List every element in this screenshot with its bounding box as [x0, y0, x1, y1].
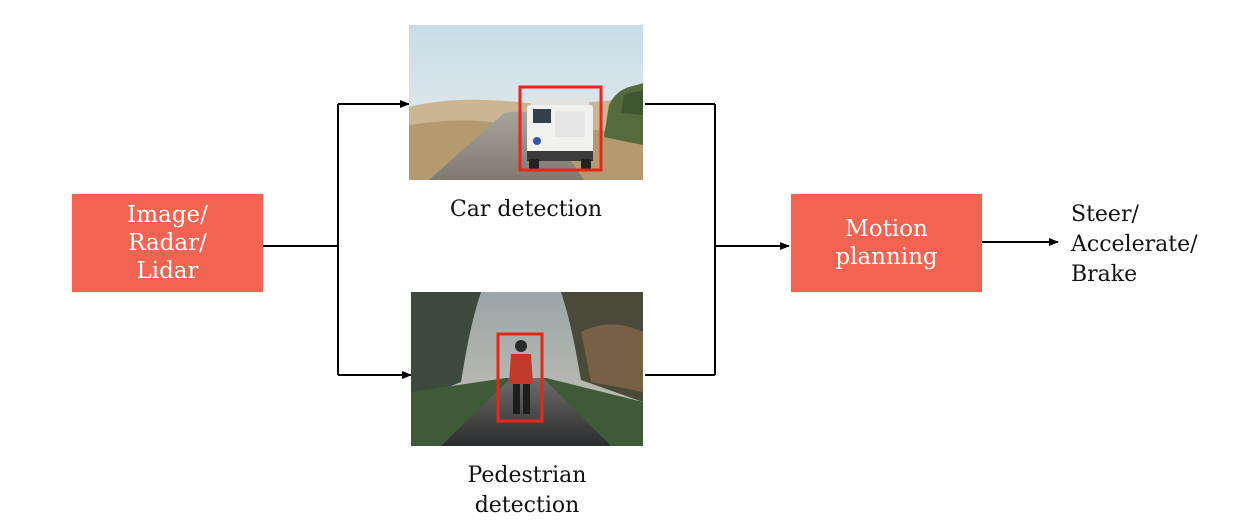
pedestrian-road-photo-icon	[411, 292, 643, 446]
input-box-label: Image/ Radar/ Lidar	[127, 202, 208, 284]
pedestrian-detection-caption: Pedestrian detection	[467, 463, 587, 518]
car-road-photo-icon	[409, 25, 643, 180]
control-output: Steer/ Accelerate/ Brake	[1071, 202, 1198, 287]
input-box: Image/ Radar/ Lidar	[72, 194, 263, 292]
motion-planning-label: Motion planning	[835, 216, 938, 270]
motion-planning-box: Motion planning	[791, 194, 982, 292]
car-detection-caption: Car detection	[449, 197, 603, 222]
